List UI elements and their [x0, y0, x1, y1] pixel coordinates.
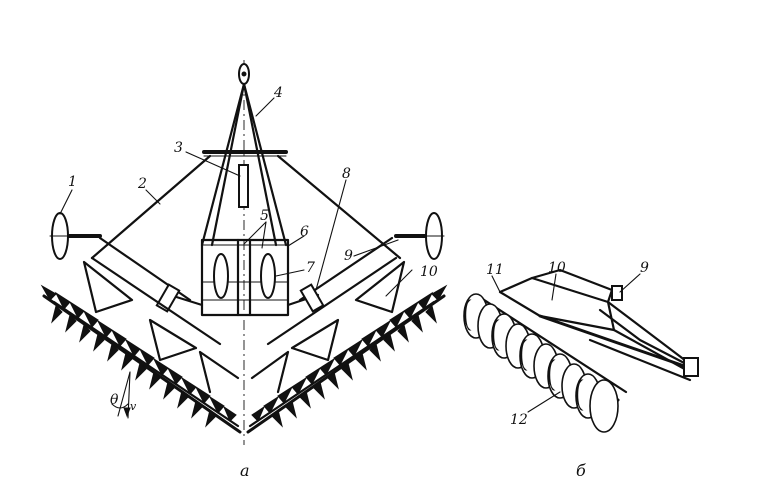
left-brace [90, 154, 212, 260]
callout-a-10: 10 [420, 264, 438, 280]
callout-a-9: 9 [344, 248, 353, 264]
callout-a-5: 5 [260, 208, 269, 224]
caption-a: а [240, 461, 250, 480]
callout-a-8: 8 [342, 166, 351, 182]
left-transport-wheel [213, 253, 229, 299]
callout-a-3: 3 [174, 140, 183, 156]
center-box [200, 238, 290, 317]
hitch-plate [683, 357, 699, 377]
right-disc-gang [246, 256, 448, 434]
angle-label: θ [110, 392, 119, 408]
left-field-wheel [49, 212, 102, 260]
caption-b: б [576, 461, 586, 480]
right-transport-wheel [260, 253, 276, 299]
callout-b-12: 12 [510, 412, 528, 428]
velocity-label: v [130, 400, 137, 413]
disc-row [463, 293, 619, 433]
callout-b-10: 10 [548, 260, 566, 276]
callout-b-9: 9 [640, 260, 649, 276]
callout-a-6: 6 [300, 224, 309, 240]
callout-leaders-a [59, 97, 413, 297]
left-disc-gang [40, 256, 242, 434]
callout-a-1: 1 [68, 174, 77, 190]
plan-view-a: 1 2 3 4 5 6 7 8 9 10 θ v а [40, 60, 448, 480]
left-lever [155, 283, 181, 313]
callout-a-2: 2 [137, 176, 147, 192]
callout-a-7: 7 [306, 260, 315, 276]
callout-b-11: 11 [486, 262, 504, 278]
cross-beam [202, 150, 288, 157]
angle-indicator [111, 371, 131, 419]
adjusting-screw [238, 164, 249, 208]
callout-a-4: 4 [273, 85, 283, 101]
drawbar-frame [200, 82, 288, 247]
right-lever [299, 283, 325, 313]
right-field-wheel [394, 212, 445, 260]
perspective-view-b: 11 10 9 12 б [463, 260, 699, 480]
